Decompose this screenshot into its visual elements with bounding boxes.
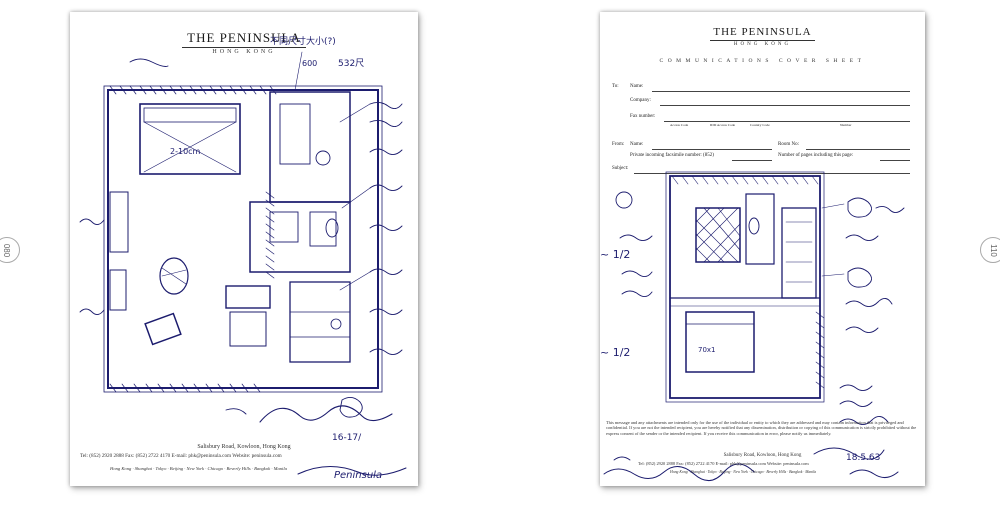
footer-cities: Hong Kong · Shanghai · Tokyo · Beijing ·…	[670, 470, 817, 474]
letterhead-name: THE PENINSULA	[713, 26, 812, 38]
footer-contact: Tel: (852) 2920 2888 Fax: (852) 2722 417…	[638, 461, 809, 466]
page-number-right: 110	[980, 237, 1000, 263]
label-name2: Name:	[630, 142, 644, 147]
letterhead-rule	[182, 47, 306, 48]
note-half-b: ~ 1/2	[600, 346, 630, 359]
letterhead-city: HONG KONG	[212, 49, 276, 55]
page-number-left: 080	[0, 237, 20, 263]
note-half-a: ~ 1/2	[600, 248, 630, 261]
field-name2[interactable]	[652, 149, 772, 150]
letterhead-city: HONG KONG	[733, 42, 792, 47]
note-ref: 532尺	[338, 58, 364, 69]
left-letterhead-sheet: THE PENINSULA HONG KONG 2-10cm	[70, 12, 418, 486]
letterhead-name: THE PENINSULA	[187, 30, 301, 45]
label-from: From:	[612, 142, 625, 147]
footer-address: Salisbury Road, Kowloon, Hong Kong	[197, 444, 291, 450]
form-title: COMMUNICATIONS COVER SHEET	[659, 58, 866, 64]
field-subject[interactable]	[634, 173, 910, 174]
footer-contact: Tel: (852) 2920 2888 Fax: (852) 2722 417…	[80, 453, 282, 459]
label-name: Name:	[630, 84, 644, 89]
floor-plan-sketch: 70x1	[600, 171, 905, 481]
label-pages: Number of pages including this page:	[778, 153, 854, 158]
label-subject: Subject:	[612, 166, 629, 171]
field-name[interactable]	[652, 91, 910, 92]
footer-address: Salisbury Road, Kowloon, Hong Kong	[723, 453, 802, 458]
fax-country-code: Country Code	[750, 123, 770, 127]
field-private-fax[interactable]	[732, 160, 772, 161]
floor-plan-sketch: 2-10cm	[79, 35, 407, 481]
right-cover-sheet: THE PENINSULA HONG KONG COMMUNICATIONS C…	[600, 12, 925, 486]
note-dim: 600	[302, 59, 317, 68]
label-company: Company:	[630, 98, 651, 103]
field-room[interactable]	[806, 149, 910, 150]
svg-text:70x1: 70x1	[698, 346, 716, 354]
note-sig-name: Peninsula	[334, 470, 382, 481]
fax-access-code: Access Code	[670, 123, 689, 127]
letterhead-rule	[710, 40, 815, 41]
field-fax[interactable]	[664, 121, 910, 122]
fax-idd-code: IDD Access Code	[710, 123, 736, 127]
note-date: 18.5.63	[846, 453, 880, 463]
confidentiality-notice: This message and any attachments are int…	[606, 420, 917, 436]
label-fax: Fax number:	[630, 114, 656, 119]
field-pages[interactable]	[880, 160, 910, 161]
note-top: 不同尺寸大小(?)	[270, 35, 336, 47]
label-room: Room No:	[778, 142, 799, 147]
label-to: To:	[612, 84, 619, 89]
fax-number: Number	[840, 123, 852, 127]
note-sig-date: 16-17/	[332, 433, 362, 443]
footer-cities: Hong Kong · Shanghai · Tokyo · Beijing ·…	[110, 466, 287, 471]
field-company[interactable]	[660, 105, 910, 106]
label-private-fax: Private incoming facsimile number: (852)	[630, 153, 714, 158]
svg-text:2-10cm: 2-10cm	[170, 147, 201, 156]
